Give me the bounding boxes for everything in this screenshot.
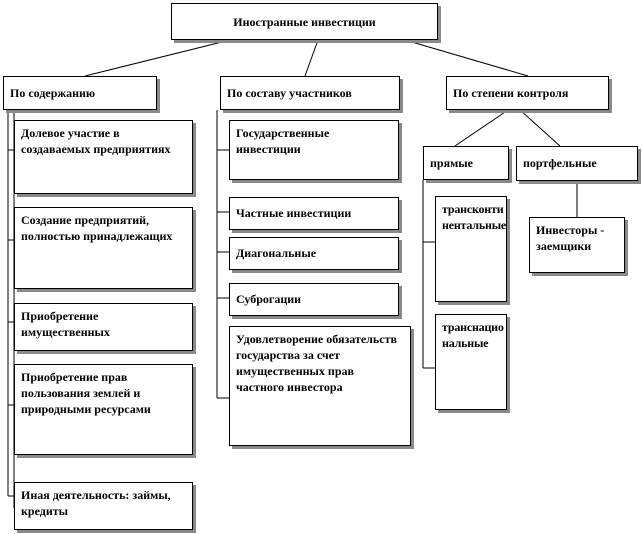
participant-item-4: Суброгации	[229, 283, 399, 316]
link-control-portfolio	[519, 109, 561, 147]
link-root-control	[404, 39, 529, 77]
category-participants-box: По составу участников	[220, 76, 400, 110]
category-content-box: По содержанию	[3, 76, 157, 110]
link-root-content	[84, 39, 231, 77]
link-root-participants	[304, 39, 319, 77]
content-item-4: Приобретение прав пользования землей и п…	[14, 364, 193, 455]
control-direct-box: прямые	[423, 146, 509, 180]
direct-item-1: трансконтинентальные	[435, 196, 507, 302]
control-portfolio-box: портфельные	[516, 146, 638, 181]
category-control-box: По степени контроля	[446, 76, 609, 110]
content-item-5: Иная деятельность: займы, кредиты	[14, 482, 193, 530]
content-item-1: Долевое участие в создаваемых предприяти…	[14, 120, 193, 194]
participant-item-2: Частные инвестиции	[229, 197, 399, 230]
content-item-3: Приобретение имущественных	[14, 303, 193, 351]
root-box: Иностранные инвестиции	[171, 3, 438, 40]
link-control-direct	[454, 109, 509, 147]
participant-item-5: Удовлетворение обязательств государства …	[229, 326, 411, 446]
direct-item-2: транснациональные	[435, 314, 507, 410]
participant-item-1: Государственные инвестиции	[229, 120, 399, 180]
participant-item-3: Диагональные	[229, 237, 399, 270]
content-item-2: Создание предприятий, полностью принадле…	[14, 207, 193, 289]
portfolio-item-1: Инвесторы - заемщики	[529, 217, 625, 273]
